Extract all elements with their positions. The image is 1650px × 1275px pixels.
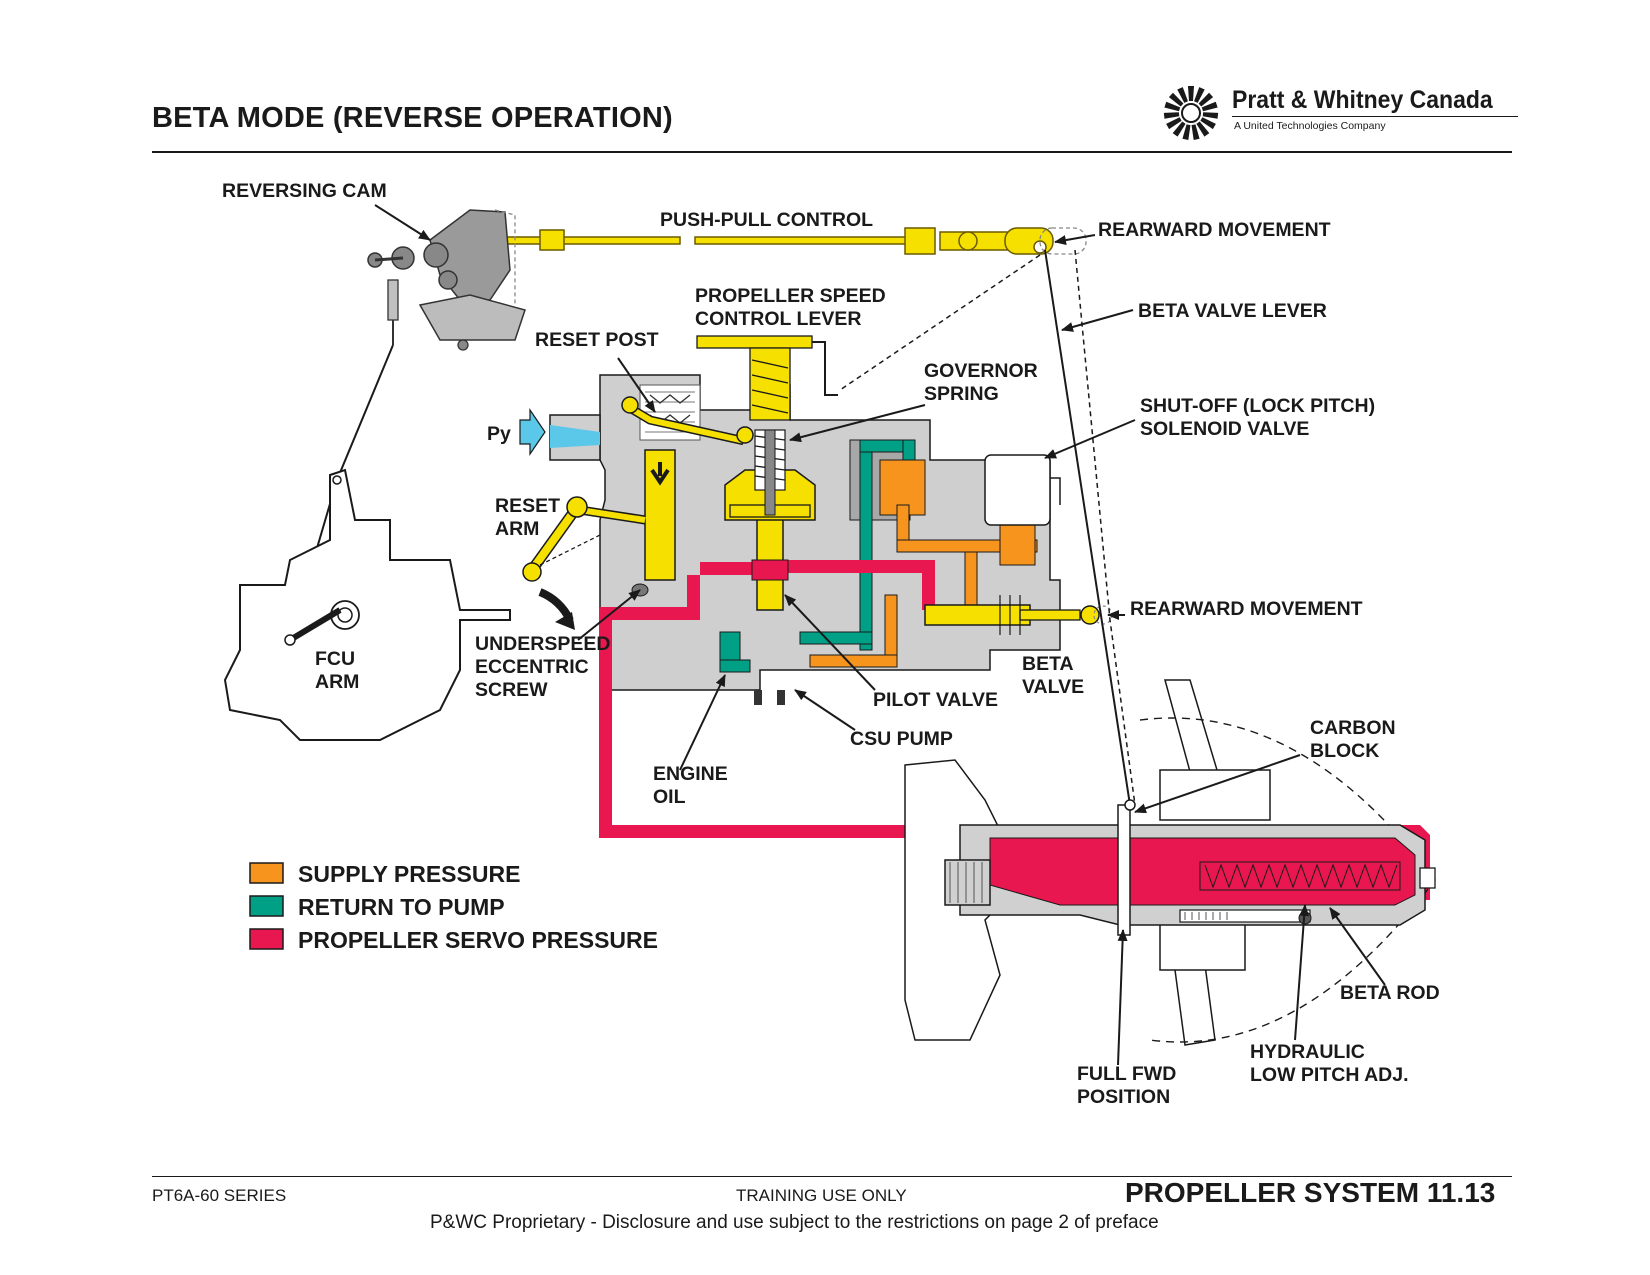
sunburst-logo-icon xyxy=(1163,86,1219,141)
governor-flyweights xyxy=(724,429,816,521)
label-beta-valve-1: BETA xyxy=(1022,653,1074,675)
beta-mode-diagram: REVERSING CAM PUSH-PULL CONTROL REARWARD… xyxy=(222,180,1440,1108)
label-rearward-movement-mid: REARWARD MOVEMENT xyxy=(1130,598,1363,620)
label-shutoff-1: SHUT-OFF (LOCK PITCH) xyxy=(1140,395,1375,417)
label-governor-spring-2: SPRING xyxy=(924,383,999,405)
label-prop-speed-lever-1: PROPELLER SPEED xyxy=(695,285,886,307)
logo-subtitle: A United Technologies Company xyxy=(1234,120,1386,132)
label-full-fwd-1: FULL FWD xyxy=(1077,1063,1176,1085)
legend-label-supply: SUPPLY PRESSURE xyxy=(298,861,520,887)
legend-item-servo: PROPELLER SERVO PRESSURE xyxy=(249,927,658,953)
label-governor-spring-1: GOVERNOR xyxy=(924,360,1038,382)
leader-lines xyxy=(374,204,1386,1066)
legend-label-return: RETURN TO PUMP xyxy=(298,894,505,920)
label-reset-arm-1: RESET xyxy=(495,495,560,517)
footer-rule xyxy=(152,1176,1512,1177)
label-beta-valve-lever: BETA VALVE LEVER xyxy=(1138,300,1327,322)
label-fcu-arm-2: ARM xyxy=(315,671,359,693)
push-pull-control-rod xyxy=(469,227,1087,255)
supply-pressure-passages xyxy=(809,459,1038,668)
shutoff-solenoid-valve xyxy=(984,454,1061,526)
rod-dashed-link xyxy=(839,254,1041,391)
label-pilot-valve: PILOT VALVE xyxy=(873,689,998,711)
label-reset-post: RESET POST xyxy=(535,329,659,351)
pilot-valve xyxy=(751,509,789,705)
logo-name: Pratt & Whitney Canada xyxy=(1232,86,1493,114)
label-carbon-block-1: CARBON xyxy=(1310,717,1396,739)
legend-swatch-servo xyxy=(249,928,284,950)
label-engine-oil-2: OIL xyxy=(653,786,686,808)
label-underspeed-1: UNDERSPEED xyxy=(475,633,610,655)
py-arrow-icon xyxy=(519,408,546,456)
return-to-pump-passages xyxy=(719,439,916,673)
legend-label-servo: PROPELLER SERVO PRESSURE xyxy=(298,927,658,953)
label-py: Py xyxy=(487,423,511,445)
label-carbon-block-2: BLOCK xyxy=(1310,740,1379,762)
footer-training: TRAINING USE ONLY xyxy=(736,1186,907,1205)
legend-item-supply: SUPPLY PRESSURE xyxy=(249,861,520,887)
legend-item-return: RETURN TO PUMP xyxy=(249,894,505,920)
label-beta-rod: BETA ROD xyxy=(1340,982,1440,1004)
propeller-hub xyxy=(904,679,1436,1046)
label-beta-valve-2: VALVE xyxy=(1022,676,1084,698)
company-logo: Pratt & Whitney Canada A United Technolo… xyxy=(1160,82,1520,142)
fcu-body xyxy=(223,468,511,741)
prop-speed-control-lever xyxy=(696,335,838,421)
page-title: BETA MODE (REVERSE OPERATION) xyxy=(152,102,673,134)
label-csu-pump: CSU PUMP xyxy=(850,728,953,750)
label-hydraulic-2: LOW PITCH ADJ. xyxy=(1250,1064,1409,1086)
footer-section: PROPELLER SYSTEM 11.13 xyxy=(1125,1177,1496,1208)
reversing-cam xyxy=(367,209,526,351)
legend-swatch-return xyxy=(249,895,284,917)
label-hydraulic-1: HYDRAULIC xyxy=(1250,1041,1365,1063)
beta-valve xyxy=(924,595,1113,635)
beta-valve-lever-moved xyxy=(1074,249,1136,806)
label-underspeed-2: ECCENTRIC xyxy=(475,656,589,678)
footer-series: PT6A-60 SERIES xyxy=(152,1186,287,1205)
label-rearward-movement-top: REARWARD MOVEMENT xyxy=(1098,219,1331,241)
label-reversing-cam: REVERSING CAM xyxy=(222,180,387,202)
label-fcu-arm-1: FCU xyxy=(315,648,355,670)
reset-linkage xyxy=(522,396,754,630)
beta-valve-lever xyxy=(1044,249,1131,806)
label-push-pull-control: PUSH-PULL CONTROL xyxy=(660,209,873,231)
callout-labels: REVERSING CAM PUSH-PULL CONTROL REARWARD… xyxy=(222,180,1440,1108)
label-shutoff-2: SOLENOID VALVE xyxy=(1140,418,1309,440)
header-rule xyxy=(152,151,1512,153)
logo-rule xyxy=(1232,116,1518,117)
label-engine-oil-1: ENGINE xyxy=(653,763,728,785)
legend: SUPPLY PRESSURE RETURN TO PUMP PROPELLER… xyxy=(249,861,658,953)
footer-proprietary-note: P&WC Proprietary - Disclosure and use su… xyxy=(430,1212,1159,1233)
label-reset-arm-2: ARM xyxy=(495,518,539,540)
label-prop-speed-lever-2: CONTROL LEVER xyxy=(695,308,861,330)
label-underspeed-3: SCREW xyxy=(475,679,548,701)
label-full-fwd-2: POSITION xyxy=(1077,1086,1170,1108)
legend-swatch-supply xyxy=(249,862,284,884)
